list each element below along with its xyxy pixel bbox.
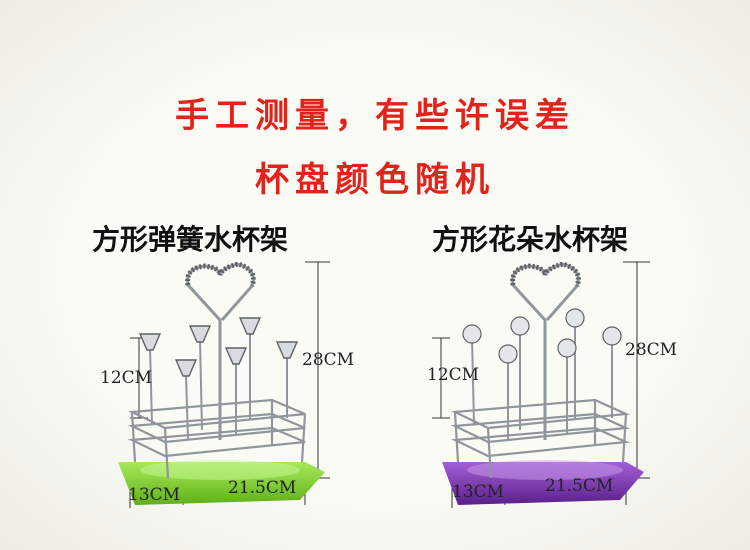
flower-wire-basket xyxy=(450,398,631,479)
headline-color-note: 杯盘颜色随机 xyxy=(255,160,495,200)
spring-wire-basket xyxy=(127,398,307,479)
product-title-spring: 方形弹簧水杯架 xyxy=(92,223,289,256)
flower-stems xyxy=(471,322,613,440)
flower-width-label: 21.5CM xyxy=(545,476,614,496)
spring-holder-label: 12CM xyxy=(100,368,153,388)
product-title-flower: 方形花朵水杯架 xyxy=(432,223,629,256)
flower-height-label: 28CM xyxy=(625,340,678,360)
spring-height-label: 28CM xyxy=(302,350,355,370)
headline-measurement-note: 手工测量，有些许误差 xyxy=(175,96,575,136)
flower-depth-label: 13CM xyxy=(452,482,505,502)
spring-stems xyxy=(149,332,288,441)
spring-cup-icons xyxy=(138,317,299,377)
spring-width-label: 21.5CM xyxy=(228,478,297,498)
flower-cup-icons xyxy=(462,308,622,364)
spring-depth-label: 13CM xyxy=(128,485,181,505)
flower-holder-label: 12CM xyxy=(427,365,480,385)
